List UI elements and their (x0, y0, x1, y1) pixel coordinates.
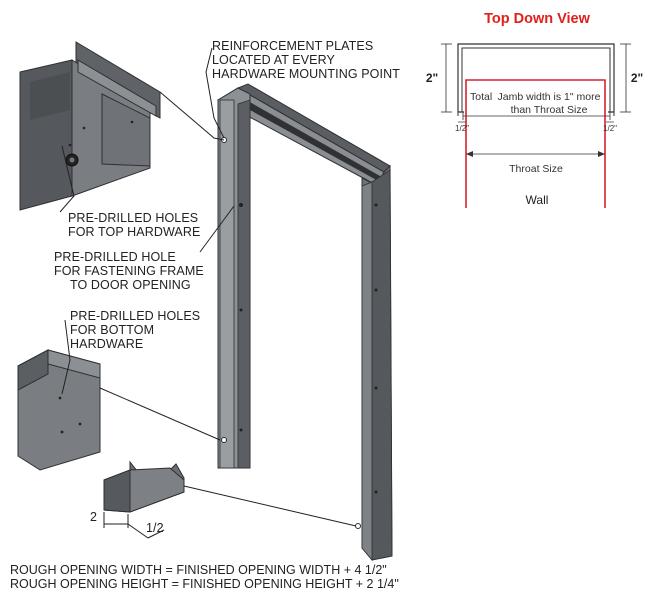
clip-dim-half: 1/2 (146, 521, 164, 535)
anchor-clip-detail: 2 1/2 (90, 460, 185, 539)
bottom-holes-label-line1: PRE-DRILLED HOLES (70, 309, 200, 323)
bottom-hardware-detail (17, 349, 101, 471)
bottom-holes-label-line3: HARDWARE (70, 337, 143, 351)
top-down-view: Top Down View 2" 2" Total Jamb width is … (426, 11, 643, 208)
callout-labels: REINFORCEMENT PLATES LOCATED AT EVERY HA… (54, 39, 400, 351)
clip-dim-2: 2 (90, 510, 97, 524)
reinforcement-label-line1: REINFORCEMENT PLATES (212, 39, 373, 53)
fasten-hole-label-line3: TO DOOR OPENING (70, 278, 191, 292)
top-down-view-title: Top Down View (484, 11, 591, 27)
left-return-dim: 1/2" (455, 124, 469, 133)
wall-label: Wall (526, 193, 549, 207)
top-holes-label-line2: FOR TOP HARDWARE (68, 225, 200, 239)
top-hardware-detail (19, 41, 161, 211)
top-holes-label-line1: PRE-DRILLED HOLES (68, 211, 198, 225)
right-return-dim: 1/2" (603, 124, 617, 133)
rough-opening-height-formula: ROUGH OPENING HEIGHT = FINISHED OPENING … (10, 577, 399, 591)
fasten-hole-label-line1: PRE-DRILLED HOLE (54, 250, 176, 264)
fasten-hole-label-line2: FOR FASTENING FRAME (54, 264, 204, 278)
left-depth-dim: 2" (426, 71, 438, 85)
leader-lines (59, 47, 357, 527)
wall-outline (465, 79, 606, 208)
rough-opening-formulas: ROUGH OPENING WIDTH = FINISHED OPENING W… (10, 563, 399, 591)
throat-size-label: Throat Size (509, 163, 563, 175)
frame-outer-profile (457, 43, 615, 113)
jamb-note-line2: than Throat Size (511, 104, 588, 116)
right-depth-dim: 2" (631, 71, 643, 85)
jamb-note-line1: Jamb width is 1" more (498, 91, 601, 103)
reinforcement-label-line2: LOCATED AT EVERY (212, 53, 336, 67)
rough-opening-width-formula: ROUGH OPENING WIDTH = FINISHED OPENING W… (10, 563, 387, 577)
reinforcement-label-line3: HARDWARE MOUNTING POINT (212, 67, 400, 81)
door-frame (216, 83, 393, 562)
bottom-holes-label-line2: FOR BOTTOM (70, 323, 154, 337)
total-label: Total (470, 91, 492, 103)
